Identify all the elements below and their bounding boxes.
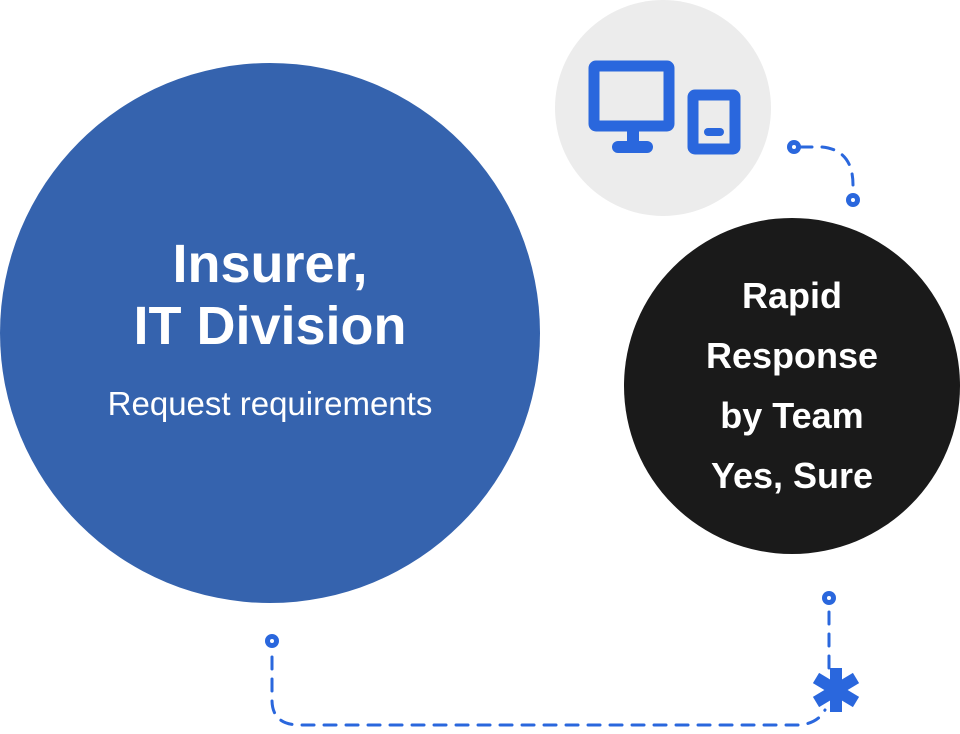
devices-node [555,0,771,216]
connector-top [798,145,855,187]
insurer-title-1: Insurer, [172,234,368,294]
devices-icon [588,60,741,155]
asterisk-icon [812,668,860,712]
response-line-2: Response [705,335,879,376]
insurer-title-2: IT Division [133,296,407,356]
response-line-1: Rapid [741,275,842,316]
response-line-3: by Team [720,395,864,436]
response-line-4: Yes, Sure [710,455,874,496]
rapid-response-node: Rapid Response by Team Yes, Sure [624,218,960,554]
insurer-subtitle: Request requirements [107,385,433,422]
insurer-node: Insurer, IT Division Request requirement… [0,63,540,603]
connector-bottom [270,655,827,727]
